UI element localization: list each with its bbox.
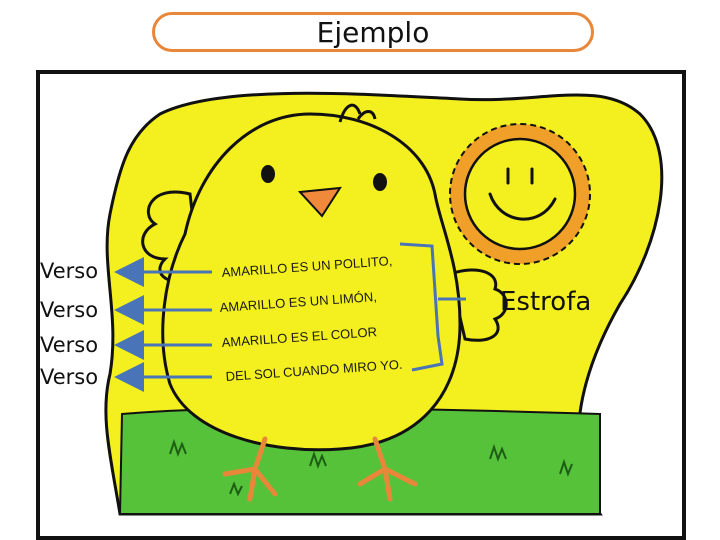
chick-right-wing: [448, 268, 508, 342]
stanza-bracket: [399, 242, 444, 372]
illustration-frame: AMARILLO ES UN POLLITO, AMARILLO ES UN L…: [36, 70, 686, 540]
chick-feet: [222, 436, 418, 502]
chick-tuft: [338, 103, 377, 123]
chick-right-eye: [373, 173, 387, 191]
sun: [449, 123, 591, 265]
verse-label: Verso: [40, 333, 99, 357]
chick-left-eye: [261, 165, 275, 183]
stanza-label: Estrofa: [500, 287, 592, 317]
verse-label: Verso: [40, 259, 99, 283]
verse-label: Verso: [40, 365, 99, 389]
chick-beak: [297, 186, 342, 218]
illustration: AMARILLO ES UN POLLITO, AMARILLO ES UN L…: [104, 91, 664, 516]
verse-label: Verso: [40, 298, 99, 322]
chick-body: [161, 112, 462, 452]
title-pill: Ejemplo: [152, 12, 594, 52]
title-text: Ejemplo: [316, 15, 430, 49]
